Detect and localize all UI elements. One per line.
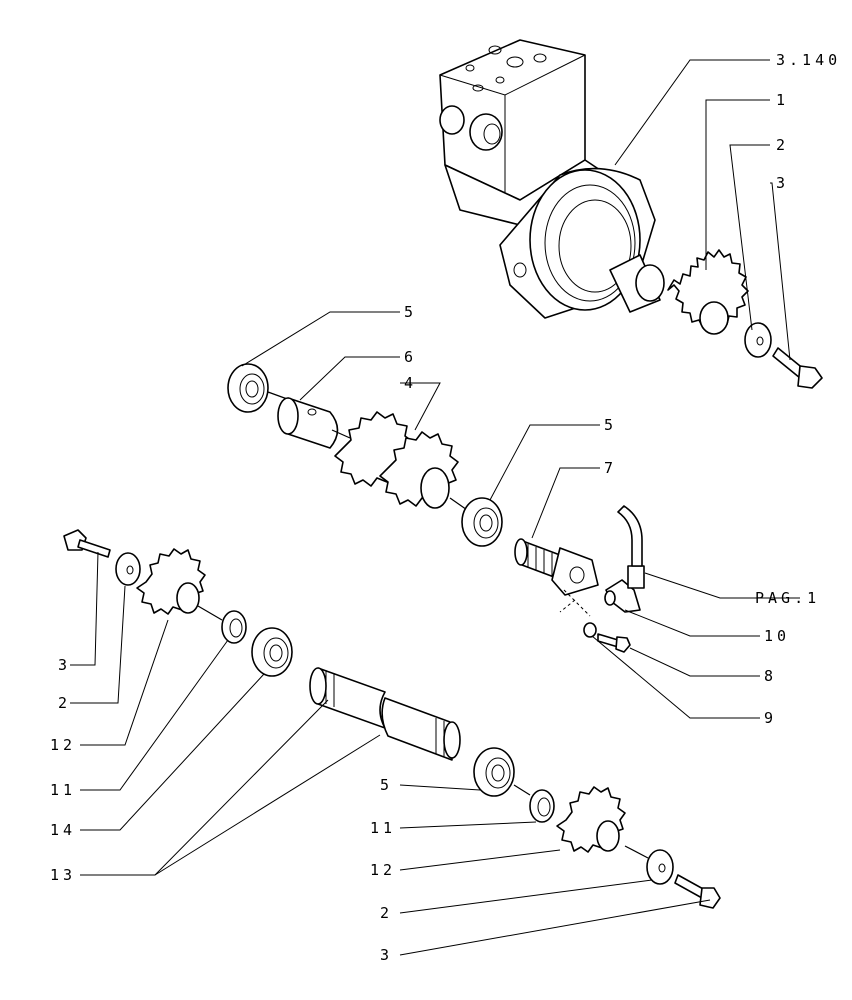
callout-2-top: 2 (776, 136, 789, 154)
callout-11-bottom: 11 (370, 819, 396, 837)
callout-pag1: PAG.1 (755, 589, 820, 607)
gear-12-bottom (556, 786, 626, 853)
pump-housing-assembly (439, 39, 665, 319)
callout-8: 8 (764, 667, 777, 685)
callout-7: 7 (604, 459, 617, 477)
callout-9: 9 (764, 709, 777, 727)
callout-5-top: 5 (404, 303, 417, 321)
bearing-14 (251, 627, 293, 677)
washer-2-left (115, 552, 141, 586)
shaft-13 (309, 667, 461, 761)
callout-3-top: 3 (776, 174, 789, 192)
pin-7 (514, 538, 599, 596)
callout-10: 10 (764, 627, 790, 645)
double-gear-4 (334, 411, 459, 509)
bearing-5-bottom (473, 747, 515, 797)
callout-5-mid: 5 (604, 416, 617, 434)
bolt-3-bottom (674, 874, 721, 909)
bearing-5-middle (461, 497, 503, 547)
gear-1 (667, 249, 749, 335)
spacer-sleeve-6 (277, 397, 339, 449)
callout-2-bottom: 2 (380, 904, 393, 922)
bolt-3-top (772, 347, 823, 389)
leader-lines (70, 59, 800, 956)
callout-13: 13 (50, 866, 76, 884)
bolt-3-left (63, 529, 111, 558)
callout-labels: 3.140 1 2 3 5 6 4 5 7 PAG.1 10 8 9 3 2 1… (50, 51, 841, 964)
washer-2-top (744, 322, 772, 358)
callout-12-left: 12 (50, 736, 76, 754)
callout-14: 14 (50, 821, 76, 839)
callout-3140: 3.140 (776, 51, 841, 69)
callout-5-bottom: 5 (380, 776, 393, 794)
callout-3-left: 3 (58, 656, 71, 674)
pipe-line (617, 505, 643, 567)
callout-12-bottom: 12 (370, 861, 396, 879)
callout-4: 4 (404, 374, 417, 392)
bolt-8 (597, 633, 631, 653)
bearing-5-left (227, 363, 269, 413)
seal-11-left (221, 610, 247, 644)
washer-9 (583, 622, 597, 638)
callout-3-bottom: 3 (380, 946, 393, 964)
washer-2-bottom (646, 849, 674, 885)
seal-11-bottom (529, 789, 555, 823)
callout-2-left: 2 (58, 694, 71, 712)
callout-11-left: 11 (50, 781, 76, 799)
elbow-fitting-10 (604, 565, 645, 613)
gear-12-left (136, 548, 206, 615)
callout-6: 6 (404, 348, 417, 366)
callout-1: 1 (776, 91, 789, 109)
